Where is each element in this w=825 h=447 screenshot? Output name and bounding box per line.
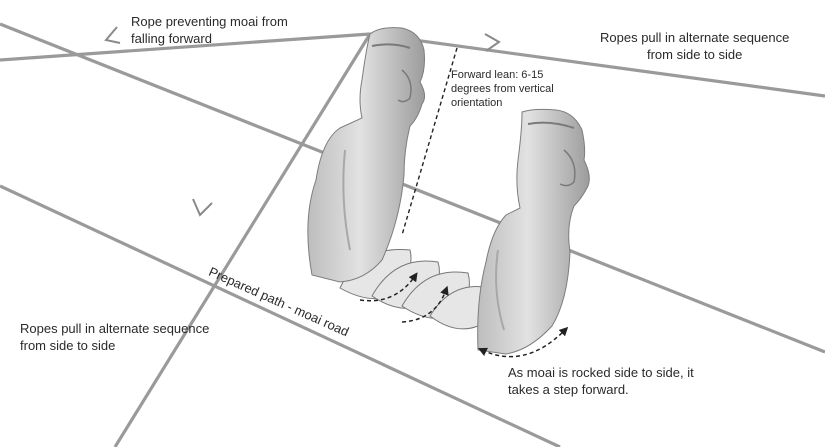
- rope-forward-label: Rope preventing moai from falling forwar…: [131, 13, 288, 47]
- ropes-left-label-line1: Ropes pull in alternate sequence: [20, 321, 210, 336]
- dashed-curve-arrow: [477, 326, 569, 358]
- ropes-right-label: Ropes pull in alternate sequence from si…: [600, 29, 789, 63]
- lean-label-line2: degrees from vertical: [451, 83, 554, 95]
- lean-label-line3: orientation: [451, 97, 503, 109]
- arrow-head: [484, 33, 501, 52]
- lean-label: Forward lean: 6-15 degrees from vertical…: [451, 68, 554, 110]
- dashed-curve-arrow: [401, 285, 449, 323]
- rope-arrows: [104, 26, 501, 217]
- step-label-line1: As moai is rocked side to side, it: [508, 365, 694, 380]
- path-edge-upper: [0, 22, 825, 354]
- rope-lines: [0, 22, 825, 447]
- step-label: As moai is rocked side to side, it takes…: [508, 364, 694, 398]
- dashed-curve-arrow: [359, 272, 418, 302]
- moai-statue-back: [307, 27, 426, 283]
- lean-label-line1: Forward lean: 6-15: [451, 69, 544, 81]
- rope-forward-label-line2: falling forward: [131, 31, 212, 46]
- ropes-right-label-line2: from side to side: [646, 47, 743, 62]
- motion-arrows: [359, 272, 569, 358]
- rope-forward-label-line1: Rope preventing moai from: [131, 14, 288, 29]
- moai-statue-front: [477, 108, 590, 355]
- arrow-head: [192, 198, 213, 217]
- footprints: [339, 248, 492, 330]
- ropes-left-label-line2: from side to side: [20, 338, 116, 353]
- ropes-left-label: Ropes pull in alternate sequence from si…: [20, 320, 209, 354]
- rope-right: [369, 32, 825, 98]
- rope-forward: [0, 32, 371, 62]
- rope-left: [113, 33, 372, 447]
- ropes-right-label-line1: Ropes pull in alternate sequence: [600, 30, 790, 45]
- arrow-head: [104, 26, 121, 44]
- step-label-line2: takes a step forward.: [508, 382, 629, 397]
- lean-reference-line: [401, 47, 458, 236]
- path-edge-lower: [0, 184, 561, 447]
